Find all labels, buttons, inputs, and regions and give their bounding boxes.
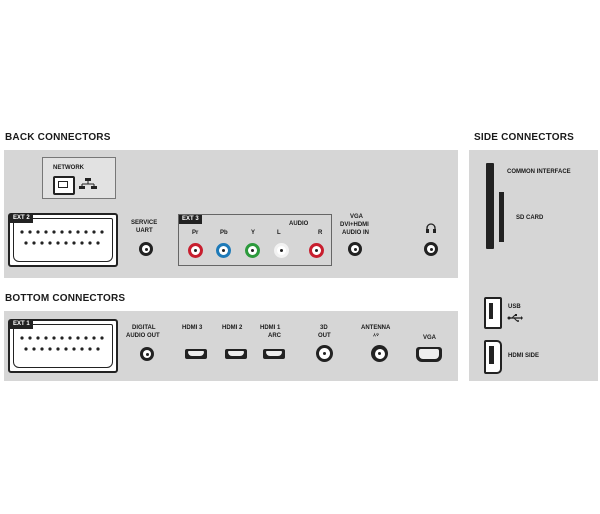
service-label: SERVICE <box>131 220 158 226</box>
scart-ext2-inner <box>13 218 113 262</box>
scart-ext1-inner <box>13 324 113 368</box>
scart-pins-icon <box>20 336 104 351</box>
jack-y[interactable] <box>245 243 260 258</box>
pin-pb-label: Pb <box>220 230 228 236</box>
network-box: NETWORK <box>42 157 116 199</box>
service-uart-jack[interactable] <box>139 242 153 256</box>
sd-card-slot[interactable] <box>499 192 504 242</box>
hdmi2-label: HDMI 2 <box>222 325 243 331</box>
hdmi3-label: HDMI 3 <box>182 325 203 331</box>
network-label: NETWORK <box>53 165 84 171</box>
jack-pb[interactable] <box>216 243 231 258</box>
bottom-connectors-title: BOTTOM CONNECTORS <box>5 293 126 304</box>
usb-icon <box>507 314 523 322</box>
headphone-jack[interactable] <box>424 242 438 256</box>
3d-out-jack[interactable] <box>316 345 333 362</box>
common-interface-slot[interactable] <box>486 163 494 249</box>
pin-y-label: Y <box>251 230 256 236</box>
digital-audio-out-jack[interactable] <box>140 347 154 361</box>
audio-out-label: AUDIO OUT <box>126 333 160 339</box>
hdmi1-label: HDMI 1 <box>260 325 281 331</box>
hdmi1-port[interactable] <box>263 349 285 359</box>
hdmi-side-label: HDMI SIDE <box>508 353 540 359</box>
hdmi2-port[interactable] <box>225 349 247 359</box>
antenna-jack[interactable] <box>371 345 388 362</box>
pin-l-label: L <box>277 230 281 236</box>
scart-pins-icon <box>20 230 104 245</box>
audio-label: AUDIO <box>289 221 309 227</box>
vga-audio-label-3: AUDIO IN <box>342 230 369 236</box>
headphone-icon <box>426 223 436 233</box>
hdmi3-port[interactable] <box>185 349 207 359</box>
vga-audio-label-2: DVI+HDMI <box>340 222 369 228</box>
jack-pr[interactable] <box>188 243 203 258</box>
vga-audio-label-1: VGA <box>350 214 364 220</box>
jack-r[interactable] <box>309 243 324 258</box>
vga-label: VGA <box>423 335 437 341</box>
vga-port[interactable] <box>416 347 442 362</box>
common-interface-label: COMMON INTERFACE <box>507 169 571 175</box>
sd-card-label: SD CARD <box>516 215 544 221</box>
pin-r-label: R <box>318 230 323 236</box>
usb-port[interactable] <box>484 297 502 329</box>
antenna-label: ANTENNA <box>361 325 391 331</box>
arc-label: ARC <box>268 333 281 339</box>
ext3-box: EXT 3 Pr Pb Y AUDIO L R <box>178 214 332 266</box>
ext3-tag: EXT 3 <box>179 215 202 224</box>
digital-label: DIGITAL <box>132 325 156 331</box>
out-label: OUT <box>318 333 331 339</box>
side-connectors-panel: COMMON INTERFACE SD CARD USB HDMI SIDE <box>469 150 598 381</box>
antenna-symbol: ⩑⩒ <box>373 332 380 338</box>
hdmi-side-port[interactable] <box>484 340 502 374</box>
back-connectors-panel: NETWORK EXT 2 SERVICE UART <box>4 150 458 278</box>
pin-pr-label: Pr <box>192 230 199 236</box>
back-connectors-title: BACK CONNECTORS <box>5 132 111 143</box>
ethernet-port-icon[interactable] <box>53 176 75 195</box>
jack-l[interactable] <box>274 243 289 258</box>
uart-label: UART <box>136 228 153 234</box>
side-connectors-title: SIDE CONNECTORS <box>474 132 575 143</box>
ext2-tag: EXT 2 <box>10 214 33 223</box>
bottom-connectors-panel: EXT 1 DIGITAL AUDIO OUT HDMI 3 HDMI 2 HD… <box>4 311 458 381</box>
usb-label: USB <box>508 304 521 310</box>
network-icon <box>79 178 97 189</box>
ext1-tag: EXT 1 <box>10 320 33 329</box>
vga-audio-in-jack[interactable] <box>348 242 362 256</box>
3d-label: 3D <box>320 325 328 331</box>
